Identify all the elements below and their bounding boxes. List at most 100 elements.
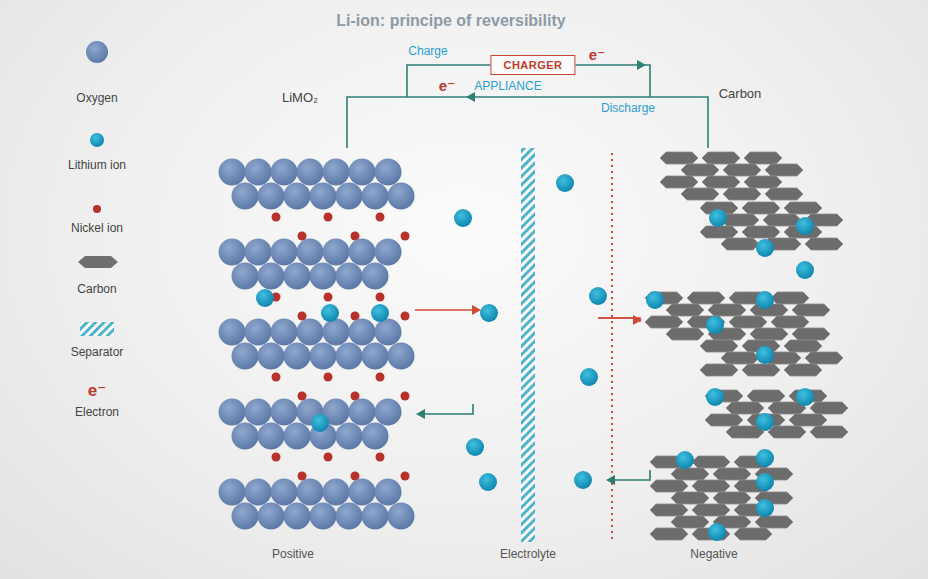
oxygen-atom	[349, 399, 376, 426]
oxygen-atom	[245, 399, 272, 426]
oxygen-atom	[219, 159, 246, 186]
carbon-layer	[784, 364, 822, 376]
carbon-layer	[681, 164, 719, 176]
positive-electrode	[219, 159, 415, 530]
nickel-ion	[401, 232, 410, 241]
oxygen-atom	[388, 503, 415, 530]
carbon-layer	[700, 364, 738, 376]
carbon-layer	[744, 152, 782, 164]
legend-text: Separator	[71, 345, 124, 359]
carbon-layer	[765, 188, 803, 200]
lithium-ion	[756, 413, 774, 431]
lithium-ion	[454, 209, 472, 227]
separator-symbol	[80, 322, 114, 336]
carbon-layer	[713, 468, 751, 480]
oxygen-atom	[375, 239, 402, 266]
lithium-ion	[709, 209, 727, 227]
nickel-ion	[376, 373, 385, 382]
oxygen-atom	[310, 263, 337, 290]
lithium-ion	[756, 291, 774, 309]
carbon-layer	[763, 214, 801, 226]
oxygen-atom	[271, 159, 298, 186]
carbon-layer	[705, 414, 743, 426]
lithium-symbol	[90, 133, 104, 147]
lithium-ion	[479, 473, 497, 491]
carbon-layer	[765, 164, 803, 176]
lithium-ion	[756, 346, 774, 364]
carbon-layer	[805, 238, 843, 250]
diagram-label: LiMO₂	[282, 90, 318, 105]
lithium-ion	[646, 291, 664, 309]
diagram-label: Electrolyte	[500, 547, 556, 561]
diagram-label: e⁻	[439, 77, 455, 95]
lithium-ion	[756, 499, 774, 517]
carbon-layer	[784, 202, 822, 214]
carbon-layer	[810, 426, 848, 438]
carbon-layer	[810, 402, 848, 414]
nickel-ion	[324, 373, 333, 382]
oxygen-atom	[375, 479, 402, 506]
carbon-layer	[692, 504, 730, 516]
oxygen-atom	[362, 503, 389, 530]
oxygen-atom	[323, 479, 350, 506]
oxygen-atom	[219, 319, 246, 346]
carbon-layer	[708, 304, 746, 316]
carbon-layer	[747, 390, 785, 402]
nickel-ion	[298, 312, 307, 321]
oxygen-symbol	[86, 41, 108, 63]
oxygen-atom	[336, 263, 363, 290]
carbon-layer	[650, 528, 688, 540]
lithium-ion	[480, 304, 498, 322]
oxygen-atom	[375, 319, 402, 346]
nickel-ion	[298, 392, 307, 401]
nickel-ion	[272, 373, 281, 382]
carbon-symbol	[78, 256, 118, 268]
oxygen-atom	[349, 159, 376, 186]
carbon-layer	[700, 340, 738, 352]
carbon-layer	[792, 304, 830, 316]
oxygen-atom	[336, 423, 363, 450]
carbon-layer	[702, 176, 740, 188]
diagram-label: Carbon	[719, 86, 762, 101]
carbon-layer	[805, 352, 843, 364]
carbon-layer	[721, 352, 759, 364]
carbon-layer	[768, 426, 806, 438]
oxygen-atom	[388, 343, 415, 370]
nickel-ion	[298, 472, 307, 481]
legend-text: Lithium ion	[68, 158, 126, 172]
carbon-layer	[771, 292, 809, 304]
oxygen-atom	[219, 239, 246, 266]
oxygen-atom	[349, 239, 376, 266]
lithium-ion	[371, 304, 389, 322]
oxygen-atom	[323, 239, 350, 266]
carbon-layer	[742, 364, 780, 376]
carbon-layer	[723, 164, 761, 176]
carbon-layer	[789, 414, 827, 426]
nickel-ion	[376, 213, 385, 222]
oxygen-atom	[362, 343, 389, 370]
carbon-layer	[681, 188, 719, 200]
oxygen-atom	[336, 343, 363, 370]
legend-text: Electron	[75, 405, 119, 419]
lithium-ion	[574, 471, 592, 489]
oxygen-atom	[362, 263, 389, 290]
lithium-ion	[556, 174, 574, 192]
oxygen-atom	[310, 183, 337, 210]
diagram-label: Negative	[690, 547, 737, 561]
oxygen-atom	[271, 479, 298, 506]
nickel-ion	[298, 232, 307, 241]
ion-flow-arrow	[415, 309, 474, 311]
lithium-ion	[756, 449, 774, 467]
lithium-ion	[796, 217, 814, 235]
lithium-ion	[321, 304, 339, 322]
carbon-layer	[687, 292, 725, 304]
carbon-layer	[723, 188, 761, 200]
carbon-layer	[729, 316, 767, 328]
lithium-ion	[466, 438, 484, 456]
nickel-ion	[272, 213, 281, 222]
arrow-head	[466, 92, 475, 102]
carbon-layer	[660, 152, 698, 164]
oxygen-atom	[245, 239, 272, 266]
